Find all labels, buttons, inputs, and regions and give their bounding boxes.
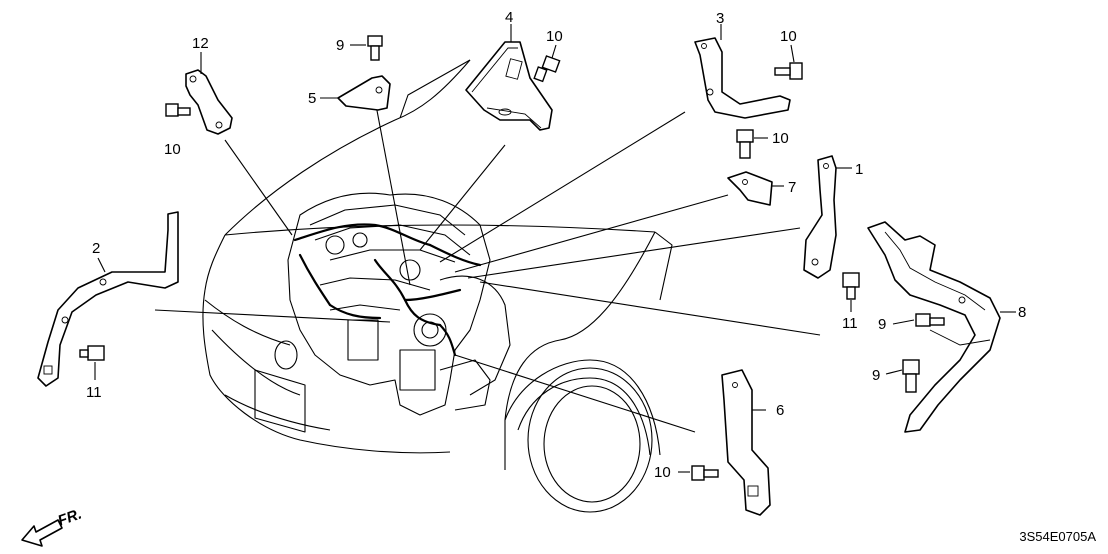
callout-5: 5 xyxy=(308,90,316,107)
front-direction-arrow: FR. xyxy=(21,506,85,547)
drawing-code: 3S54E0705A xyxy=(1019,529,1096,544)
bolt-9-right-upper xyxy=(892,313,945,327)
callout-6: 6 xyxy=(776,402,784,419)
bolt-9-right-lower xyxy=(885,359,920,393)
callout-10: 10 xyxy=(546,28,563,45)
bracket-2 xyxy=(37,211,179,387)
arrow-icon xyxy=(21,519,63,547)
callout-3: 3 xyxy=(716,10,724,27)
callout-9: 9 xyxy=(336,37,344,54)
bolt-10-near-4 xyxy=(533,44,561,83)
callout-4: 4 xyxy=(505,9,513,26)
engine-assembly xyxy=(287,192,511,416)
bolt-9-top xyxy=(350,35,383,61)
callout-10: 10 xyxy=(772,130,789,147)
bolt-11-right xyxy=(842,272,860,312)
callout-9: 9 xyxy=(878,316,886,333)
car-body-outline xyxy=(202,59,673,513)
callout-1: 1 xyxy=(855,161,863,178)
callout-7: 7 xyxy=(788,179,796,196)
bolt-10-bottom xyxy=(678,465,719,481)
bracket-3 xyxy=(694,24,791,119)
callout-10: 10 xyxy=(780,28,797,45)
bolt-10-near-3 xyxy=(774,44,803,80)
bolt-11-left xyxy=(79,345,105,380)
callout-9: 9 xyxy=(872,367,880,384)
callout-11: 11 xyxy=(842,315,858,332)
bracket-6 xyxy=(721,369,771,516)
callout-12: 12 xyxy=(192,35,209,52)
bracket-1 xyxy=(803,155,852,279)
bolt-10-mid xyxy=(736,129,768,159)
bolt-10-left xyxy=(165,103,191,117)
bracket-12 xyxy=(185,52,233,135)
callout-10: 10 xyxy=(654,464,671,481)
bracket-8 xyxy=(867,221,1016,433)
direction-label: FR. xyxy=(56,506,85,530)
callout-10: 10 xyxy=(164,141,181,158)
leader-lines xyxy=(154,99,821,433)
callout-2: 2 xyxy=(92,240,100,257)
bracket-7 xyxy=(727,171,784,206)
bracket-5 xyxy=(320,75,391,111)
bracket-4 xyxy=(465,24,553,131)
callout-11: 11 xyxy=(86,384,102,401)
callout-8: 8 xyxy=(1018,304,1026,321)
